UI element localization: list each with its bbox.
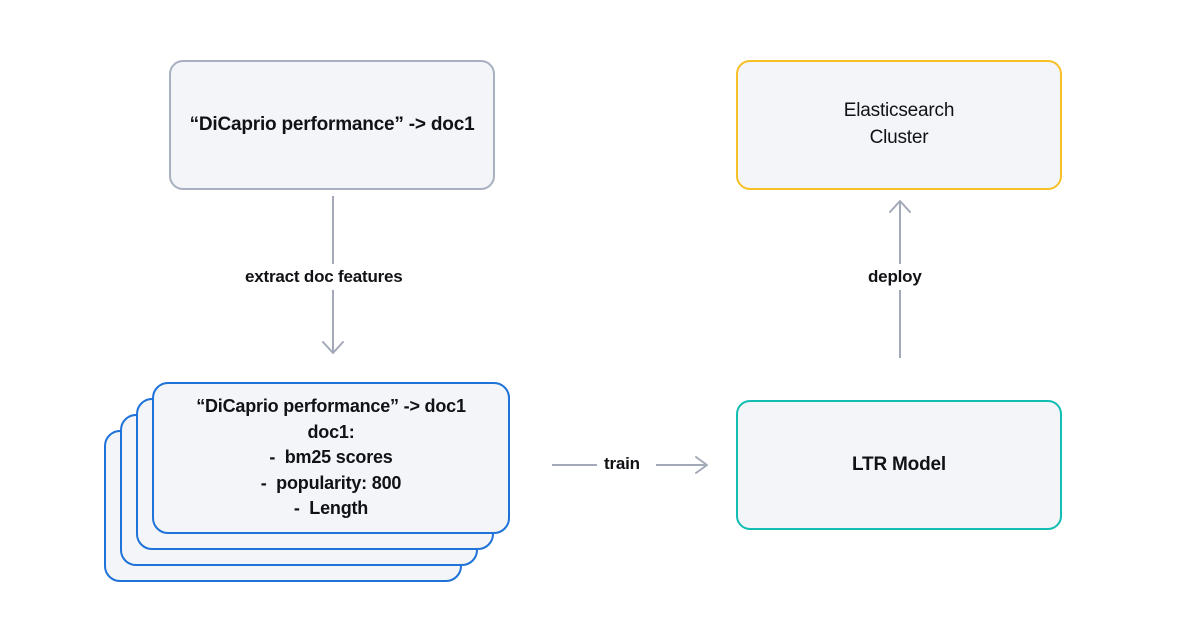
feature-card-line-4: - popularity: 800 <box>260 472 402 493</box>
arrow-train <box>552 456 708 474</box>
node-elasticsearch-line1: Elasticsearch <box>843 100 955 122</box>
node-query-box[interactable]: “DiCaprio performance” -> doc1 <box>169 60 495 190</box>
feature-card-front[interactable]: “DiCaprio performance” -> doc1 doc1: - b… <box>152 382 510 534</box>
feature-card-line-3: - bm25 scores <box>269 447 393 468</box>
node-ltr-model[interactable]: LTR Model <box>736 400 1062 530</box>
node-ltr-model-label: LTR Model <box>852 454 946 475</box>
node-query-label: “DiCaprio performance” -> doc1 <box>189 114 475 135</box>
feature-card-line-1: “DiCaprio performance” -> doc1 <box>196 396 466 417</box>
node-elasticsearch-line2: Cluster <box>869 127 929 148</box>
node-elasticsearch-cluster[interactable]: Elasticsearch Cluster <box>736 60 1062 190</box>
edge-label-extract-doc-features: extract doc features <box>238 264 410 290</box>
edge-label-train: train <box>597 451 647 477</box>
feature-card-line-2: doc1: <box>307 421 355 442</box>
feature-card-text: “DiCaprio performance” -> doc1 doc1: - b… <box>154 394 508 522</box>
feature-card-line-5: - Length <box>293 498 369 519</box>
edge-label-deploy: deploy <box>861 264 929 290</box>
node-feature-card-stack[interactable]: “DiCaprio performance” -> doc1 doc1: - b… <box>104 382 524 594</box>
node-elasticsearch-text: Elasticsearch Cluster <box>843 98 955 152</box>
